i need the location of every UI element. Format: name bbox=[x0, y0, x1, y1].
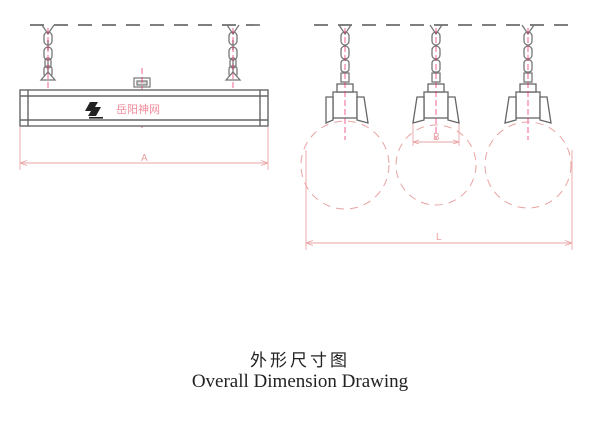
dimension-l-label: L bbox=[436, 232, 442, 243]
magnet-unit-3 bbox=[484, 24, 572, 209]
dimension-a bbox=[19, 127, 269, 170]
dimension-b bbox=[412, 124, 460, 146]
caption-english: Overall Dimension Drawing bbox=[191, 371, 409, 392]
caption-chinese: 外形尺寸图 bbox=[250, 351, 350, 371]
dimension-b-label: B bbox=[433, 132, 440, 143]
magnet-unit-1 bbox=[300, 24, 390, 210]
side-view: B bbox=[300, 24, 575, 250]
brand-logo bbox=[85, 102, 103, 119]
dimension-l bbox=[305, 150, 573, 250]
magnet-body bbox=[19, 89, 269, 127]
magnet-unit-2: B bbox=[395, 24, 477, 206]
front-view: 岳阳神网 A bbox=[19, 24, 269, 170]
dimension-a-label: A bbox=[141, 153, 148, 164]
watermark-text: 岳阳神网 bbox=[116, 102, 160, 116]
